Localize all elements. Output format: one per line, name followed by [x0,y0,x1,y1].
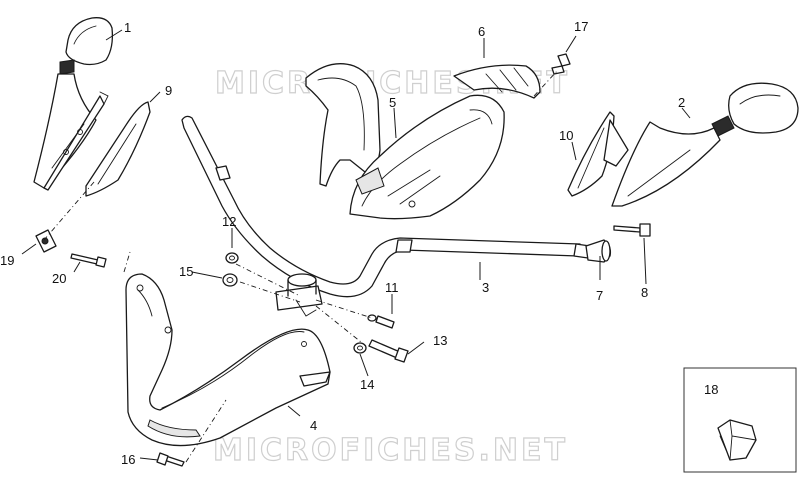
bolt-11 [367,314,395,329]
callout-3: 3 [482,280,489,295]
callout-20: 20 [52,271,66,286]
watermark-bottom: MICROFICHES.NET [213,433,568,468]
callout-13: 13 [433,333,447,348]
bolt-13 [368,339,409,363]
leader-lines [21,29,691,461]
callout-6: 6 [478,24,485,39]
screw-16 [156,452,185,467]
callout-4: 4 [310,418,317,433]
small-upper-cover [453,64,541,99]
lower-handlebar-cover [125,273,331,447]
nut-12 [225,252,239,264]
left-mirror [33,17,114,191]
callout-labels: 1 2 3 4 5 6 7 8 9 10 11 12 13 14 15 16 1… [0,19,718,467]
assembly-guide-lines [43,69,559,463]
callout-5: 5 [389,95,396,110]
callout-19: 19 [0,253,14,268]
callout-2: 2 [678,95,685,110]
right-mirror [611,82,799,207]
screw-17 [551,53,571,75]
right-panel-cover [567,111,629,197]
mounting-clip [35,229,57,253]
bar-end-grip [585,239,612,263]
callout-7: 7 [596,288,603,303]
front-upper-cover [305,63,505,220]
callout-14: 14 [360,377,374,392]
washer-14 [353,342,367,354]
callout-10: 10 [559,128,573,143]
callout-9: 9 [165,83,172,98]
callout-18: 18 [704,382,718,397]
callout-12: 12 [222,214,236,229]
callout-11: 11 [385,280,399,295]
callout-1: 1 [124,20,131,35]
callout-17: 17 [574,19,588,34]
left-panel-cover [85,101,151,197]
screw-20 [70,253,107,268]
inset-part-18 [683,367,797,473]
callout-16: 16 [121,452,135,467]
screw-8 [613,223,651,237]
callout-15: 15 [179,264,193,279]
callout-8: 8 [641,285,648,300]
washer-15 [222,273,238,287]
